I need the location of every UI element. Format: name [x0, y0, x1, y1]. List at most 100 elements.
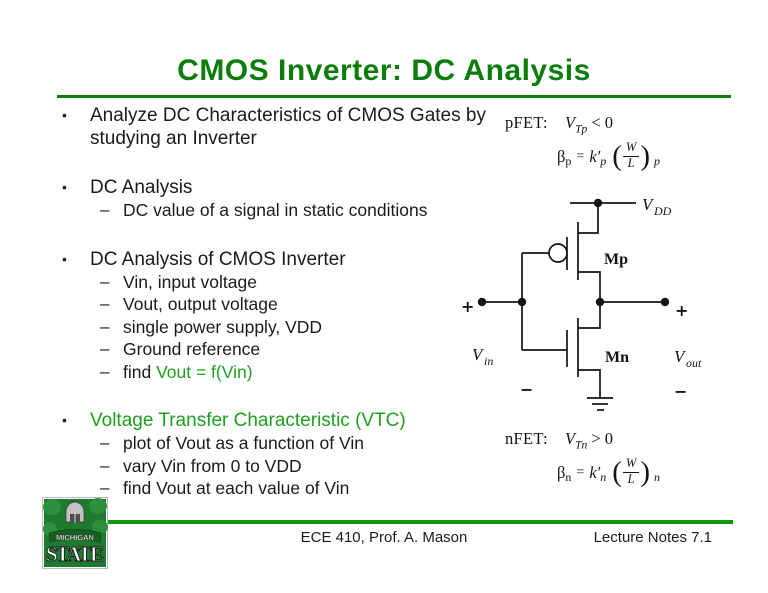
- bullet-icon: •: [62, 179, 67, 195]
- bullet-text: Analyze DC Characteristics of CMOS Gates…: [90, 105, 486, 149]
- nfet-wl-subscript: n: [654, 469, 661, 484]
- sub-bullet-text: find Vout = f(Vin): [123, 361, 253, 384]
- sub-bullet-item: – find Vout = f(Vin): [100, 361, 492, 384]
- cmos-inverter-circuit: V DD Mp Mn V in V out + + − −: [461, 195, 702, 411]
- pfet-threshold-row: pFET:VTp < 0: [505, 110, 660, 135]
- input-node-dot: [517, 297, 527, 307]
- nfet-vt-subscript: Tn: [575, 439, 588, 452]
- output-node-dot: [595, 297, 605, 307]
- vin-label-subscript: in: [484, 354, 493, 368]
- bullet-item: • Analyze DC Characteristics of CMOS Gat…: [62, 104, 492, 150]
- pfet-equals: =: [576, 148, 585, 164]
- footer-divider: [78, 520, 733, 524]
- vdd-node-dot: [593, 198, 603, 208]
- sub-bullet-text-prefix: find: [123, 361, 157, 382]
- bullet-text: DC Analysis: [90, 177, 193, 198]
- nfet-right-paren: ): [640, 455, 651, 488]
- nmos-transistor: [522, 302, 601, 398]
- bullet-icon: •: [62, 107, 67, 123]
- sub-bullet-item: – vary Vin from 0 to VDD: [100, 455, 492, 478]
- dash-icon: –: [100, 455, 110, 475]
- bullet-item: • DC Analysis of CMOS Inverter: [62, 248, 492, 271]
- pfet-left-paren: (: [612, 139, 622, 172]
- nfet-vt-symbol: V: [565, 429, 576, 448]
- bullet-item: • Voltage Transfer Characteristic (VTC): [62, 409, 492, 432]
- sub-bullet-item: – Vout, output voltage: [100, 293, 492, 316]
- pfet-l: L: [627, 156, 635, 170]
- pfet-vt-symbol: V: [565, 113, 576, 132]
- nfet-w: W: [622, 456, 640, 473]
- nfet-k-symbol: k′: [589, 462, 601, 482]
- vout-label: V: [674, 347, 687, 366]
- vdd-label: V: [642, 195, 655, 214]
- pfet-beta-symbol: β: [557, 146, 566, 166]
- bullet-list: • Analyze DC Characteristics of CMOS Gat…: [62, 104, 492, 500]
- sub-bullet-item: – Vin, input voltage: [100, 271, 492, 294]
- bullet-text: DC Analysis of CMOS Inverter: [90, 248, 346, 270]
- pfet-wl-subscript: p: [654, 153, 661, 168]
- bullet-text: Voltage Transfer Characteristic (VTC): [90, 410, 406, 431]
- dash-icon: –: [100, 339, 110, 358]
- logo-state-text: STATE: [46, 542, 104, 566]
- output-plus-sign: +: [675, 301, 688, 320]
- pfet-beta-subscript: p: [565, 153, 572, 168]
- sub-bullet-item: – DC value of a signal in static conditi…: [100, 199, 492, 222]
- logo-background-pattern: [43, 498, 108, 536]
- sub-bullet-text: vary Vin from 0 to VDD: [123, 455, 302, 476]
- michigan-state-logo: MICHIGAN STATE: [42, 497, 108, 569]
- input-plus-sign: +: [461, 297, 474, 316]
- nfet-k-subscript: n: [600, 469, 607, 484]
- bullet-icon: •: [62, 412, 67, 428]
- sub-bullet-item: – single power supply, VDD: [100, 316, 492, 339]
- input-minus-sign: −: [520, 380, 533, 399]
- sub-bullet-text: plot of Vout as a function of Vin: [123, 433, 364, 453]
- pfet-w: W: [622, 140, 640, 157]
- sub-bullet-item: – plot of Vout as a function of Vin: [100, 432, 492, 455]
- nfet-beta-symbol: β: [557, 462, 566, 482]
- pfet-label: pFET:: [505, 113, 548, 132]
- sub-bullet-text: Vin, input voltage: [123, 271, 257, 292]
- dash-icon: –: [100, 294, 110, 313]
- output-terminal-dot: [660, 297, 670, 307]
- sub-bullet-text: Vout, output voltage: [123, 294, 278, 314]
- sub-bullet-text: Ground reference: [123, 339, 261, 359]
- input-terminal-dot: [477, 297, 487, 307]
- pfet-right-paren: ): [640, 139, 651, 172]
- footer-notes: Lecture Notes 7.1: [593, 529, 712, 546]
- vout-label-subscript: out: [686, 356, 702, 370]
- nfet-label: nFET:: [505, 429, 548, 448]
- nfet-equals: =: [576, 464, 585, 480]
- sub-bullet-item: – find Vout at each value of Vin: [100, 477, 492, 500]
- nfet-threshold-row: nFET: VTn > 0: [505, 426, 660, 451]
- pfet-k-subscript: p: [600, 153, 607, 168]
- logo-banner-text: MICHIGAN: [56, 533, 94, 542]
- dash-icon: –: [100, 478, 110, 497]
- title-underline: [57, 95, 731, 98]
- dash-icon: –: [100, 271, 110, 291]
- bullet-icon: •: [62, 250, 67, 267]
- page-title: CMOS Inverter: DC Analysis: [177, 54, 591, 87]
- mn-label: Mn: [605, 349, 629, 366]
- vdd-label-subscript: DD: [653, 204, 672, 218]
- dash-icon: –: [100, 361, 110, 381]
- bullet-item: • DC Analysis: [62, 176, 492, 199]
- pmos-transistor: [522, 203, 601, 302]
- vin-label: V: [472, 345, 485, 364]
- sub-bullet-text: DC value of a signal in static condition…: [123, 200, 428, 220]
- mp-label: Mp: [604, 251, 628, 268]
- nfet-vt-condition: > 0: [591, 429, 614, 448]
- logo-banner: [48, 529, 102, 543]
- nfet-l: L: [627, 472, 635, 486]
- pfet-vt-condition: < 0: [591, 113, 614, 132]
- sub-bullet-text: find Vout at each value of Vin: [123, 478, 350, 498]
- ground-icon: [587, 397, 613, 411]
- sub-bullet-text: single power supply, VDD: [123, 316, 323, 337]
- nfet-left-paren: (: [612, 455, 622, 488]
